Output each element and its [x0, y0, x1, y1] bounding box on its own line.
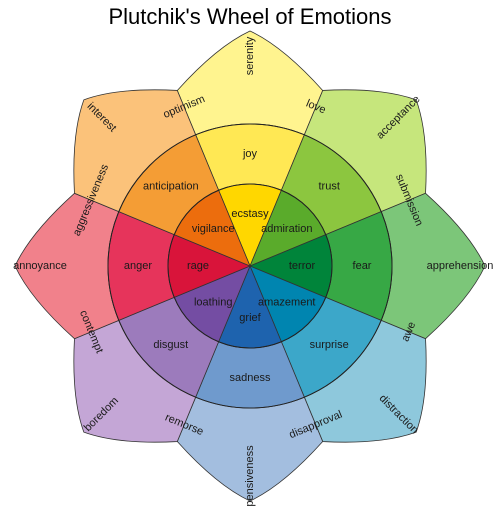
- emotion-label-fear: fear: [353, 260, 372, 272]
- emotion-label-surprise: surprise: [310, 339, 349, 351]
- emotion-label-grief: grief: [239, 312, 261, 324]
- middle-ring: [107, 123, 393, 409]
- emotion-label-joy: joy: [242, 148, 258, 160]
- emotion-label-apprehension: apprehension: [427, 260, 494, 272]
- emotion-label-rage: rage: [187, 260, 209, 272]
- emotion-label-trust: trust: [318, 181, 339, 193]
- emotion-label-annoyance: annoyance: [13, 260, 67, 272]
- emotion-label-ecstasy: ecstasy: [231, 208, 269, 220]
- emotion-label-admiration: admiration: [261, 223, 312, 235]
- emotion-label-disgust: disgust: [153, 339, 188, 351]
- emotion-label-sadness: sadness: [230, 372, 271, 384]
- emotion-label-serenity: serenity: [244, 36, 256, 75]
- emotion-label-anger: anger: [124, 260, 152, 272]
- emotion-label-terror: terror: [289, 260, 316, 272]
- page-title: Plutchik's Wheel of Emotions: [108, 4, 392, 29]
- emotion-label-pensiveness: pensiveness: [244, 445, 256, 507]
- inner-ring: [167, 183, 333, 349]
- emotion-label-anticipation: anticipation: [143, 181, 199, 193]
- emotion-label-amazement: amazement: [258, 297, 315, 309]
- emotion-label-loathing: loathing: [194, 297, 233, 309]
- emotion-label-vigilance: vigilance: [192, 223, 235, 235]
